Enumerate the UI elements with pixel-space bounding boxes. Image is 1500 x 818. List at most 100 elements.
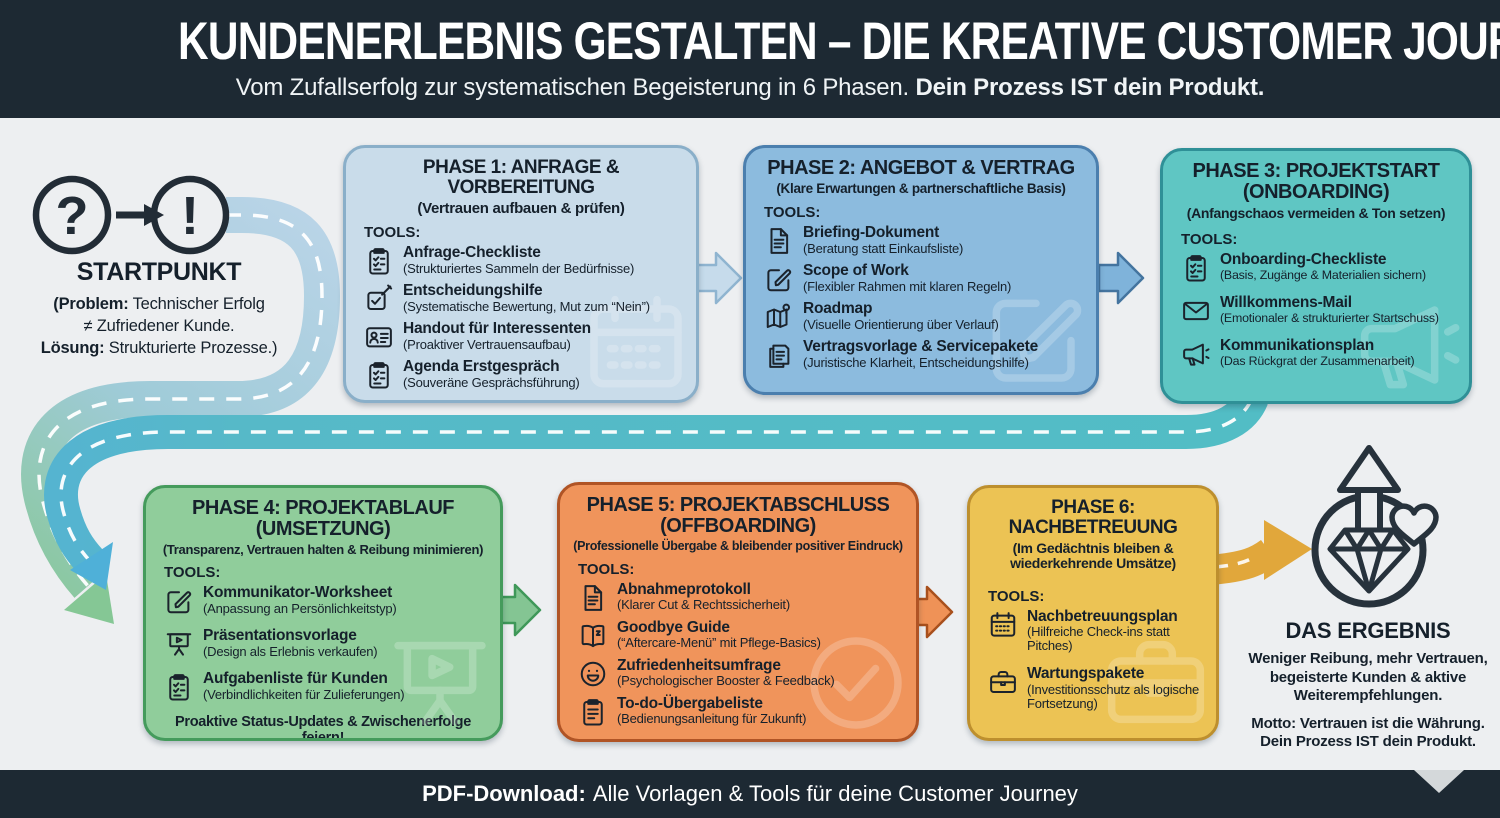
phase-subtitle: (Transparenz, Vertrauen halten & Reibung… [162, 542, 484, 557]
tool-description: (Juristische Klarheit, Entscheidungshilf… [803, 354, 1029, 370]
phase-title-line: NACHBETREUUNG [1008, 516, 1178, 538]
result-motto: Motto: Vertrauen ist die Währung. Dein P… [1251, 714, 1485, 751]
result-block: DAS ERGEBNIS Weniger Reibung, mehr Vertr… [1236, 618, 1500, 752]
tool-text: Roadmap(Visuelle Orientierung über Verla… [803, 300, 999, 332]
phase-2-card: PHASE 2: ANGEBOT & VERTRAG(Klare Erwartu… [743, 145, 1099, 395]
tool-text: Willkommens-Mail(Emotionaler & strukturi… [1220, 295, 1439, 325]
tool-item: Kommunikationsplan(Das Rückgrat der Zusa… [1181, 338, 1459, 369]
tool-name: Abnahmeprotokoll [617, 580, 751, 598]
tool-name: Nachbetreuungsplan [1027, 607, 1178, 625]
tool-description: (“Aftercare-Menü” mit Pflege-Basics) [617, 635, 821, 651]
tool-text: Agenda Erstgespräch(Souveräne Gesprächsf… [403, 359, 580, 390]
speech-bubble-tail [1414, 770, 1464, 793]
tool-text: Nachbetreuungsplan(Hilfreiche Check-ins … [1027, 607, 1206, 654]
phase-title-line: PHASE 5: PROJEKTABSCHLUSS [586, 494, 890, 516]
calendar-icon [580, 288, 692, 400]
phase-title-line: PHASE 6: [1051, 497, 1135, 518]
phase-subtitle: (Im Gedächtnis bleiben & wiederkehrende … [1010, 539, 1176, 572]
tool-description: (Visuelle Orientierung über Verlauf) [803, 316, 999, 332]
tool-description: (Das Rückgrat der Zusammenarbeit) [1220, 354, 1415, 369]
result-line3: Weiterempfehlungen. [1293, 687, 1443, 705]
phase-title-line: (OFFBOARDING) [660, 515, 816, 537]
page-title: KUNDENERLEBNIS GESTALTEN – DIE KREATIVE … [178, 12, 1500, 71]
tool-name: Handout für Interessenten [403, 320, 591, 338]
tool-text: Wartungspakete(Investitionsschutz als lo… [1027, 666, 1206, 711]
tool-item: To-do-Übergabeliste(Bedienungsanleitung … [578, 695, 906, 727]
edit-square-icon [980, 280, 1092, 392]
phase-6-card: PHASE 6:NACHBETREUUNG(Im Gedächtnis blei… [967, 485, 1219, 741]
documents-stack-icon [764, 340, 794, 370]
phase-5-card: PHASE 5: PROJEKTABSCHLUSS(OFFBOARDING) (P… [557, 482, 919, 742]
presentation-screen-icon [164, 629, 194, 659]
result-line1: Weniger Reibung, mehr Vertrauen, [1248, 650, 1488, 667]
tool-text: Onboarding-Checkliste(Basis, Zugänge & M… [1220, 252, 1426, 282]
phase-title-line: PHASE 4: PROJEKTABLAUF [192, 497, 455, 519]
tool-description: (Design als Erlebnis verkaufen) [203, 644, 378, 660]
tool-description: (Basis, Zugänge & Materialien sichern) [1220, 268, 1426, 283]
briefcase-icon [988, 667, 1018, 697]
tool-text: Entscheidungshilfe(Systematische Bewertu… [403, 283, 650, 314]
result-title: DAS ERGEBNIS [1285, 618, 1451, 643]
tool-item: Briefing-Dokument(Beratung statt Einkauf… [764, 224, 1086, 256]
road-main-teal [44, 390, 1268, 590]
phase-4-card: PHASE 4: PROJEKTABLAUF(UMSETZUNG) (Transp… [143, 485, 503, 741]
phase-1-card: PHASE 1: ANFRAGE & VORBEREITUNG(Vertraue… [343, 145, 699, 403]
phase-title: PHASE 3: PROJEKTSTART(ONBOARDING) [1171, 161, 1461, 203]
tool-description: (Anpassung an Persönlichkeitstyp) [203, 601, 397, 617]
tool-name: Aufgabenliste für Kunden [203, 670, 388, 688]
diamond-icon [1327, 527, 1411, 594]
journey-canvas: ? ! STARTPUNKT (Problem: Technischer Erf… [0, 118, 1500, 770]
phase-subtitle: (Vertrauen aufbauen & prüfen) [417, 199, 625, 217]
tool-item: Willkommens-Mail(Emotionaler & strukturi… [1181, 295, 1459, 326]
tool-description: (Verbindlichkeiten für Zulieferungen) [203, 687, 405, 703]
phase-title: PHASE 2: ANGEBOT & VERTRAG [754, 158, 1088, 179]
tool-name: Präsentationsvorlage [203, 627, 357, 645]
pdf-download-link[interactable]: PDF-Download:Alle Vorlagen & Tools für d… [422, 781, 1078, 806]
subtitle-regular: Vom Zufallserfolg zur systematischen Beg… [235, 74, 910, 101]
tool-text: Scope of Work(Flexibler Rahmen mit klare… [803, 261, 1011, 294]
tool-text: Zufriedenheitsumfrage(Psychologischer Bo… [617, 657, 835, 689]
arrow-right-icon [116, 204, 164, 226]
tool-name: Kommunikationsplan [1220, 337, 1374, 355]
smiley-icon [578, 659, 608, 689]
subtitle-bold: Dein Prozess IST dein Produkt. [915, 74, 1265, 101]
tools-label: TOOLS: [988, 587, 1045, 605]
map-pin-icon [764, 302, 794, 332]
page-subtitle: Vom Zufallserfolg zur systematischen Beg… [0, 74, 1500, 102]
document-icon [764, 226, 794, 256]
arrow-phase6-to-result [1208, 520, 1312, 585]
tool-text: Vertragsvorlage & Servicepakete(Juristis… [803, 338, 1038, 370]
clipboard-check-icon [164, 672, 194, 702]
growth-diamond-heart-icon [1311, 445, 1439, 608]
tool-item: Scope of Work(Flexibler Rahmen mit klare… [764, 261, 1086, 294]
phase-subtitle: (Anfangschaos vermeiden & Ton setzen) [1186, 205, 1446, 221]
clipboard-list-icon [578, 697, 608, 727]
tool-item: Kommunikator-Worksheet(Anpassung an Pers… [164, 585, 490, 616]
tool-description: (Emotionaler & strukturierter Startschus… [1220, 311, 1439, 326]
megaphone-icon [1181, 339, 1211, 369]
calendar-icon [988, 610, 1018, 640]
exclamation-glyph: ! [181, 186, 199, 246]
tool-description: (Hilfreiche Check-ins statt Pitches) [1027, 624, 1170, 654]
envelope-icon [1181, 296, 1211, 326]
clipboard-check-icon [364, 360, 394, 390]
tool-description: (Klarer Cut & Rechtssicherheit) [617, 597, 790, 613]
result-line2: begeisterte Kunden & aktive [1269, 668, 1467, 686]
heart-icon [1389, 503, 1439, 547]
tool-name: Scope of Work [803, 261, 909, 279]
phase-title-line: PHASE 2: ANGEBOT & VERTRAG [767, 157, 1075, 179]
tool-item: Abnahmeprotokoll(Klarer Cut & Rechtssich… [578, 580, 906, 613]
question-glyph: ? [56, 186, 89, 246]
tool-description: (Psychologischer Booster & Feedback) [617, 673, 835, 689]
clipboard-check-icon [364, 246, 394, 276]
journey-road-graphics: ? ! [21, 175, 1439, 639]
tools-label: TOOLS: [1181, 231, 1238, 249]
phase-title-line: (ONBOARDING) [1242, 181, 1390, 203]
briefcase-icon [1100, 626, 1212, 738]
footer-banner: PDF-Download:Alle Vorlagen & Tools für d… [0, 770, 1500, 818]
tool-description: (Investitionsschutz als logische Fortset… [1027, 682, 1200, 712]
tool-item: Goodbye Guide(“Aftercare-Menü” mit Pfleg… [578, 619, 906, 651]
arrow-phase1-to-phase2 [695, 251, 743, 305]
tool-description: (Proaktiver Vertrauensaufbau) [403, 337, 571, 353]
phase-title-line: (UMSETZUNG) [255, 518, 391, 540]
